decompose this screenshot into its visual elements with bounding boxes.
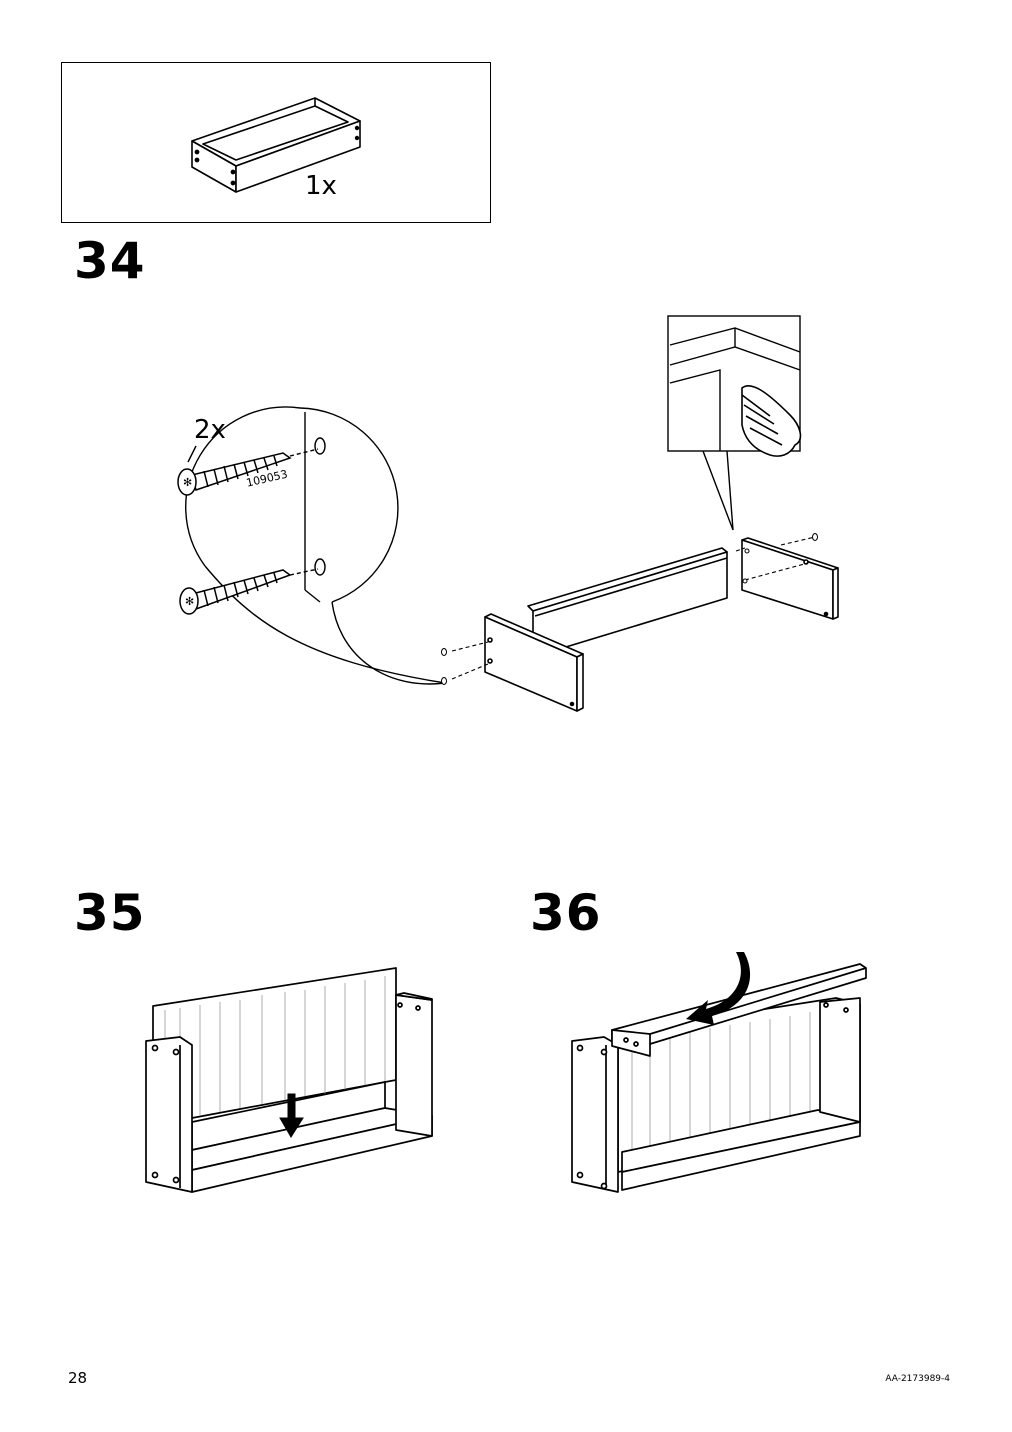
- down-arrow-icon: [279, 1093, 304, 1138]
- screw-quantity: 2x: [194, 415, 226, 445]
- screw-icon: ✻: [177, 452, 292, 496]
- screw-guide-lines: [451, 536, 816, 680]
- parts-quantity: 1x: [305, 171, 337, 201]
- drawer-side-panel-right: [741, 537, 839, 620]
- drawer-side-panel-left: [484, 613, 584, 712]
- drawer-front-attach-illustration: [571, 963, 867, 1193]
- parts-box: [61, 62, 491, 223]
- screw-detail-callout: [185, 406, 446, 685]
- hand-pointing-icon: [741, 385, 802, 457]
- svg-text:✻: ✻: [185, 595, 194, 608]
- drawer-frame-part-icon: [191, 97, 361, 193]
- step-number-36: 36: [530, 884, 602, 942]
- screw-icon: ✻: [179, 569, 292, 615]
- svg-text:✻: ✻: [183, 476, 192, 489]
- curved-arrow-icon: [686, 952, 751, 1025]
- drawer-back-panel: [527, 547, 728, 658]
- step-number-35: 35: [74, 884, 146, 942]
- drawer-bottom-insert-illustration: [145, 967, 433, 1193]
- step-number-34: 34: [74, 232, 146, 290]
- page-number: 28: [68, 1369, 88, 1387]
- small-screw-icon: [441, 533, 818, 685]
- document-id: AA-2173989-4: [885, 1374, 950, 1384]
